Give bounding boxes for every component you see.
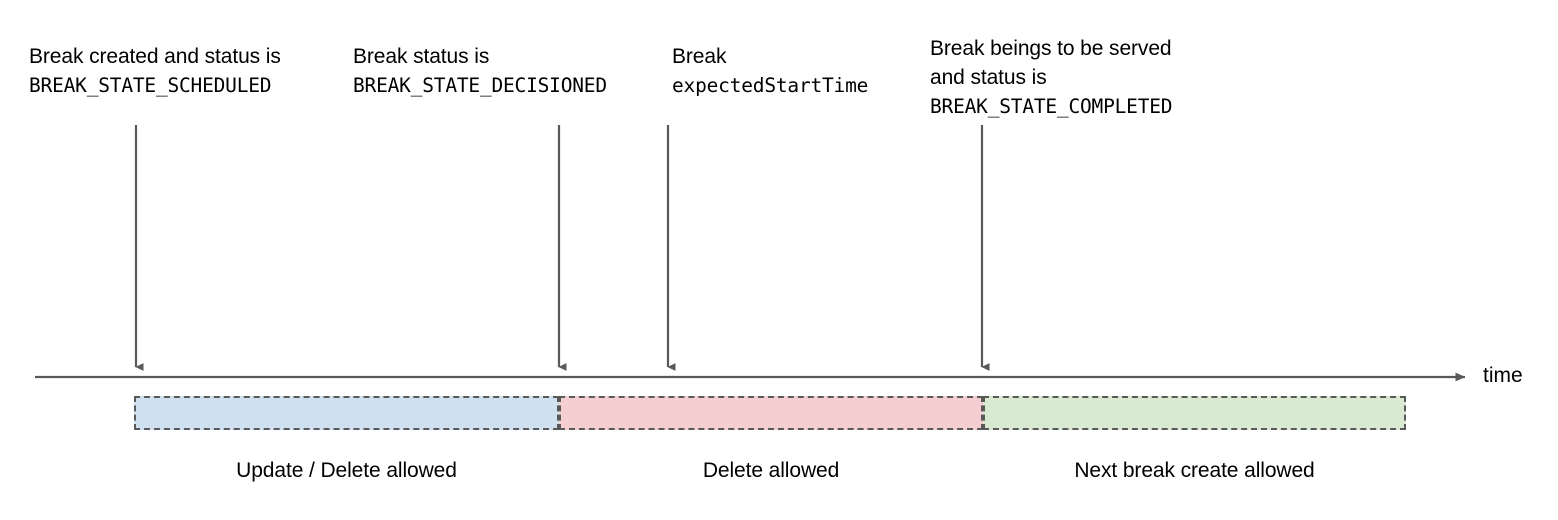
event-label-line: Break created and status is [29,45,281,68]
phase-bar-delete-only [559,396,983,430]
phase-caption-delete-only: Delete allowed [702,459,840,482]
time-axis-label: time [1483,364,1523,387]
event-label-line: and status is [930,66,1047,89]
event-label-completed: Break beings to be served and status is BR… [930,34,1173,121]
event-label-created: Break created and status is BREAK_STATE_S… [29,42,281,100]
event-arrows [134,125,990,371]
phase-bar-update-delete [134,396,559,430]
phase-caption-next-break: Next break create allowed [1074,459,1315,482]
phase-bar-next-break [983,396,1406,430]
event-label-decisioned: Break status is BREAK_STATE_DECISIONED [353,42,607,100]
event-label-expected-start: Break expectedStartTime [672,42,868,100]
event-label-line: BREAK_STATE_DECISIONED [353,74,607,97]
event-label-line: Break beings to be served [930,37,1172,60]
event-label-line: Break [672,45,727,68]
phase-caption-update-delete: Update / Delete allowed [236,459,457,482]
event-label-line: expectedStartTime [672,74,869,97]
event-label-line: BREAK_STATE_SCHEDULED [29,74,272,97]
event-label-line: Break status is [353,45,490,68]
event-label-line: BREAK_STATE_COMPLETED [930,95,1173,118]
